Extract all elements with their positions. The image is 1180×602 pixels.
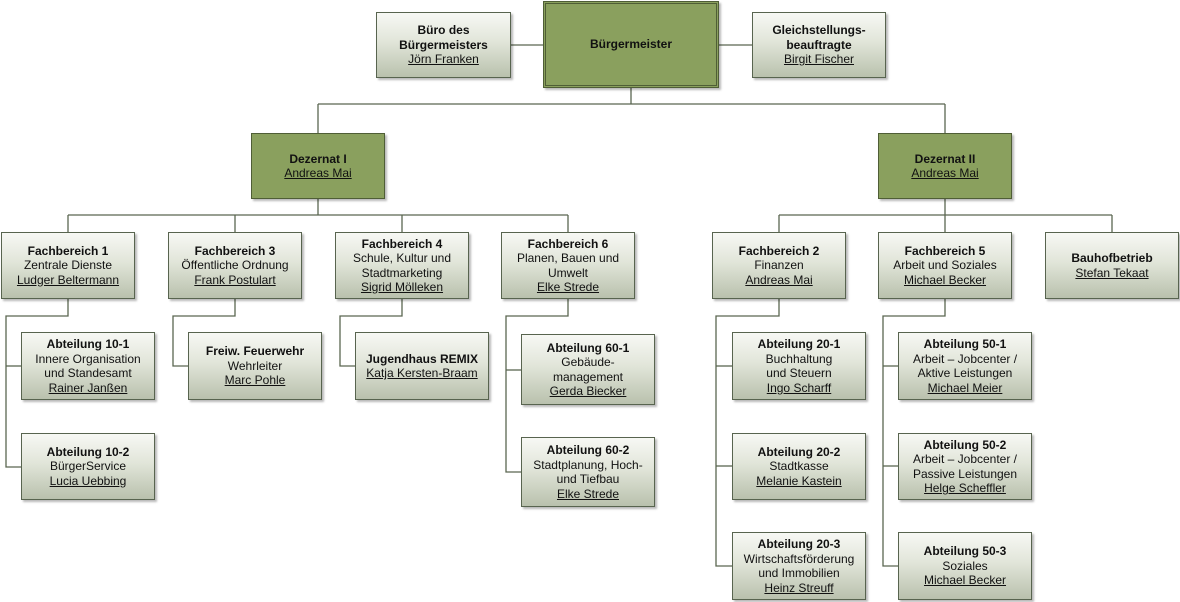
node-title: Bürgermeister bbox=[589, 37, 673, 52]
node-buergermeister[interactable]: Bürgermeister bbox=[543, 1, 719, 88]
node-description: Arbeit – Jobcenter / Passive Leistungen bbox=[912, 452, 1018, 481]
node-title: Fachbereich 4 bbox=[361, 236, 443, 251]
node-abteilung-10-1[interactable]: Abteilung 10-1 Innere Organisation und S… bbox=[21, 332, 155, 400]
node-description: Schule, Kultur und Stadtmarketing bbox=[352, 251, 452, 280]
node-title: Gleichstellungs- beauftragte bbox=[772, 23, 866, 52]
node-description: BürgerService bbox=[49, 459, 127, 474]
node-dezernat-2[interactable]: Dezernat II Andreas Mai bbox=[878, 133, 1012, 199]
node-title: Dezernat I bbox=[289, 151, 347, 166]
node-fachbereich-3[interactable]: Fachbereich 3 Öffentliche Ordnung Frank … bbox=[168, 232, 302, 299]
node-person-link[interactable]: Ludger Beltermann bbox=[16, 272, 120, 287]
node-title: Abteilung 50-2 bbox=[923, 437, 1007, 452]
node-title: Abteilung 50-1 bbox=[923, 337, 1007, 351]
node-abteilung-20-2[interactable]: Abteilung 20-2 Stadtkasse Melanie Kastei… bbox=[732, 433, 866, 500]
node-person-link[interactable]: Michael Becker bbox=[923, 573, 1007, 588]
node-person-link[interactable]: Marc Pohle bbox=[224, 373, 286, 388]
node-gleichstellungsbeauftragte[interactable]: Gleichstellungs- beauftragte Birgit Fisc… bbox=[752, 12, 886, 78]
node-abteilung-60-1[interactable]: Abteilung 60-1 Gebäude- management Gerda… bbox=[521, 334, 655, 405]
node-abteilung-50-1[interactable]: Abteilung 50-1 Arbeit – Jobcenter / Akti… bbox=[898, 332, 1032, 400]
node-description: Öffentliche Ordnung bbox=[181, 258, 289, 273]
node-person-link[interactable]: Sigrid Mölleken bbox=[360, 280, 444, 294]
node-description: Wehrleiter bbox=[227, 358, 283, 373]
node-title: Büro des Bürgermeisters bbox=[399, 23, 488, 52]
node-title: Jugendhaus REMIX bbox=[365, 351, 478, 366]
node-person-link[interactable]: Lucia Uebbing bbox=[49, 473, 127, 488]
node-abteilung-20-1[interactable]: Abteilung 20-1 Buchhaltung und Steuern I… bbox=[732, 332, 866, 400]
node-title: Fachbereich 6 bbox=[527, 236, 609, 251]
node-description: Arbeit und Soziales bbox=[893, 258, 997, 273]
node-fachbereich-6[interactable]: Fachbereich 6 Planen, Bauen und Umwelt E… bbox=[501, 232, 635, 299]
node-description: Planen, Bauen und Umwelt bbox=[516, 251, 620, 280]
node-person-link[interactable]: Michael Becker bbox=[903, 272, 987, 287]
node-person-link[interactable]: Frank Postulart bbox=[194, 272, 276, 287]
node-description: Innere Organisation und Standesamt bbox=[35, 351, 141, 381]
node-description: Zentrale Dienste bbox=[23, 258, 113, 273]
node-description: Finanzen bbox=[754, 258, 804, 273]
node-title: Abteilung 20-3 bbox=[757, 537, 841, 551]
node-person-link[interactable]: Michael Meier bbox=[927, 380, 1003, 395]
node-title: Fachbereich 5 bbox=[904, 243, 986, 258]
node-person-link[interactable]: Elke Strede bbox=[536, 280, 600, 294]
node-abteilung-50-3[interactable]: Abteilung 50-3 Soziales Michael Becker bbox=[898, 532, 1032, 600]
node-abteilung-20-3[interactable]: Abteilung 20-3 Wirtschaftsförderung und … bbox=[732, 532, 866, 600]
node-abteilung-10-2[interactable]: Abteilung 10-2 BürgerService Lucia Uebbi… bbox=[21, 433, 155, 500]
node-bauhofbetrieb[interactable]: Bauhofbetrieb Stefan Tekaat bbox=[1045, 232, 1179, 299]
node-fachbereich-1[interactable]: Fachbereich 1 Zentrale Dienste Ludger Be… bbox=[1, 232, 135, 299]
node-person-link[interactable]: Birgit Fischer bbox=[783, 52, 854, 67]
node-person-link[interactable]: Ingo Scharff bbox=[766, 380, 832, 395]
node-fachbereich-2[interactable]: Fachbereich 2 Finanzen Andreas Mai bbox=[712, 232, 846, 299]
node-title: Abteilung 10-1 bbox=[46, 337, 130, 351]
node-jugendhaus-remix[interactable]: Jugendhaus REMIX Katja Kersten-Braam bbox=[355, 332, 489, 400]
node-abteilung-50-2[interactable]: Abteilung 50-2 Arbeit – Jobcenter / Pass… bbox=[898, 433, 1032, 500]
node-person-link[interactable]: Gerda Biecker bbox=[549, 384, 627, 398]
node-buero-des-buergermeisters[interactable]: Büro des Bürgermeisters Jörn Franken bbox=[376, 12, 511, 78]
node-description: Wirtschaftsförderung und Immobilien bbox=[743, 551, 855, 581]
node-title: Abteilung 60-2 bbox=[546, 443, 630, 457]
node-title: Fachbereich 1 bbox=[27, 243, 109, 258]
node-title: Abteilung 10-2 bbox=[46, 444, 130, 459]
node-description: Soziales bbox=[942, 558, 988, 573]
node-freiwillige-feuerwehr[interactable]: Freiw. Feuerwehr Wehrleiter Marc Pohle bbox=[188, 332, 322, 400]
node-person-link[interactable]: Katja Kersten-Braam bbox=[366, 366, 478, 380]
node-title: Abteilung 20-2 bbox=[757, 444, 841, 459]
node-title: Freiw. Feuerwehr bbox=[205, 344, 305, 359]
node-description: Arbeit – Jobcenter / Aktive Leistungen bbox=[912, 351, 1018, 381]
node-fachbereich-5[interactable]: Fachbereich 5 Arbeit und Soziales Michae… bbox=[878, 232, 1012, 299]
node-fachbereich-4[interactable]: Fachbereich 4 Schule, Kultur und Stadtma… bbox=[335, 232, 469, 299]
node-person-link[interactable]: Melanie Kastein bbox=[756, 473, 842, 488]
node-person-link[interactable]: Rainer Janßen bbox=[48, 380, 128, 395]
node-person-link[interactable]: Andreas Mai bbox=[745, 272, 813, 287]
node-person-link[interactable]: Helge Scheffler bbox=[924, 481, 1006, 495]
node-description: Stadtkasse bbox=[769, 459, 829, 474]
node-title: Fachbereich 2 bbox=[738, 243, 820, 258]
node-title: Abteilung 60-1 bbox=[546, 340, 630, 355]
node-person-link[interactable]: Jörn Franken bbox=[408, 52, 479, 67]
node-person-link[interactable]: Andreas Mai bbox=[284, 166, 352, 180]
node-description: Stadtplanung, Hoch- und Tiefbau bbox=[533, 457, 643, 487]
node-title: Abteilung 50-3 bbox=[923, 544, 1007, 559]
node-person-link[interactable]: Heinz Streuff bbox=[764, 580, 834, 595]
node-title: Bauhofbetrieb bbox=[1071, 251, 1153, 265]
node-person-link[interactable]: Andreas Mai bbox=[911, 166, 979, 180]
node-description: Buchhaltung und Steuern bbox=[765, 351, 833, 381]
node-abteilung-60-2[interactable]: Abteilung 60-2 Stadtplanung, Hoch- und T… bbox=[521, 437, 655, 507]
node-description: Gebäude- management bbox=[552, 355, 624, 384]
node-title: Fachbereich 3 bbox=[194, 243, 276, 258]
node-person-link[interactable]: Stefan Tekaat bbox=[1075, 265, 1149, 280]
node-title: Abteilung 20-1 bbox=[757, 337, 841, 351]
node-dezernat-1[interactable]: Dezernat I Andreas Mai bbox=[251, 133, 385, 199]
node-title: Dezernat II bbox=[914, 151, 976, 166]
node-person-link[interactable]: Elke Strede bbox=[556, 486, 620, 501]
